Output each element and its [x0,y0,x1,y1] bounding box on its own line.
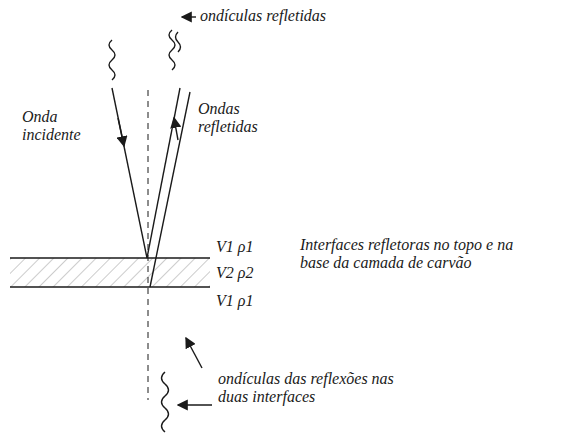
layer-label: V2 ρ2 [216,264,286,282]
ray-label: Onda incidente [22,108,100,145]
layer-label: V1 ρ1 [216,238,286,256]
ray-label: Ondas refletidas [198,100,288,137]
layer-label: V1 ρ1 [216,292,286,310]
note-label: ondículas refletidas [200,7,400,25]
note-label: ondículas das reflexões nas duas interfa… [218,370,418,407]
note-label: Interfaces refletoras no topo e na base … [300,236,520,273]
